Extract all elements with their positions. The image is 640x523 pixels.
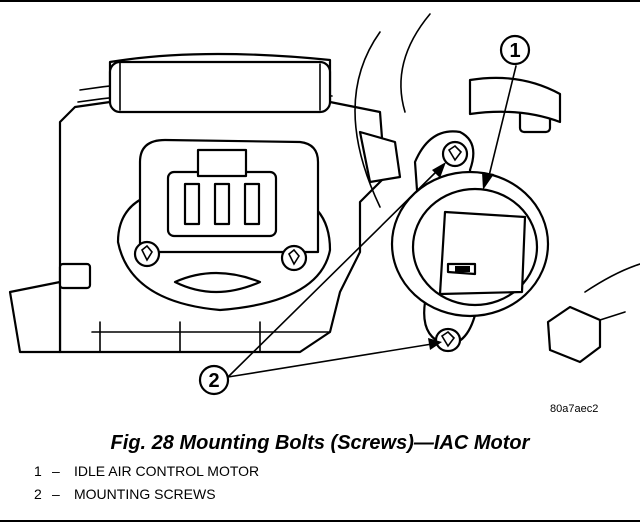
legend-item-text: MOUNTING SCREWS [74, 486, 216, 502]
legend-item: 2 – MOUNTING SCREWS [34, 483, 259, 506]
image-code: 80a7aec2 [550, 403, 598, 415]
legend: 1 – IDLE AIR CONTROL MOTOR 2 – MOUNTING … [34, 460, 259, 506]
bottom-border [0, 520, 640, 522]
callout-leaders [227, 65, 517, 378]
iac-motor-illustration: 1 2 80a7aec2 [8, 13, 640, 415]
figure-caption: Fig. 28 Mounting Bolts (Screws)—IAC Moto… [110, 432, 530, 454]
callout-1: 1 [499, 34, 531, 66]
lower-mounting-screw [434, 327, 462, 353]
upper-mounting-screw [441, 140, 469, 168]
legend-item: 1 – IDLE AIR CONTROL MOTOR [34, 460, 259, 483]
iac-motor [390, 130, 550, 346]
callout-1-number: 1 [509, 40, 520, 62]
top-border [0, 0, 640, 2]
throttle-position-sensor [116, 138, 332, 312]
legend-item-number: 2 [34, 486, 42, 502]
legend-item-number: 1 [34, 463, 42, 479]
callout-2: 2 [198, 364, 230, 396]
legend-item-dash: – [52, 463, 60, 479]
legend-item-text: IDLE AIR CONTROL MOTOR [74, 463, 260, 479]
legend-item-dash: – [52, 486, 60, 502]
hex-bolt [546, 263, 640, 364]
callout-2-number: 2 [208, 370, 219, 392]
